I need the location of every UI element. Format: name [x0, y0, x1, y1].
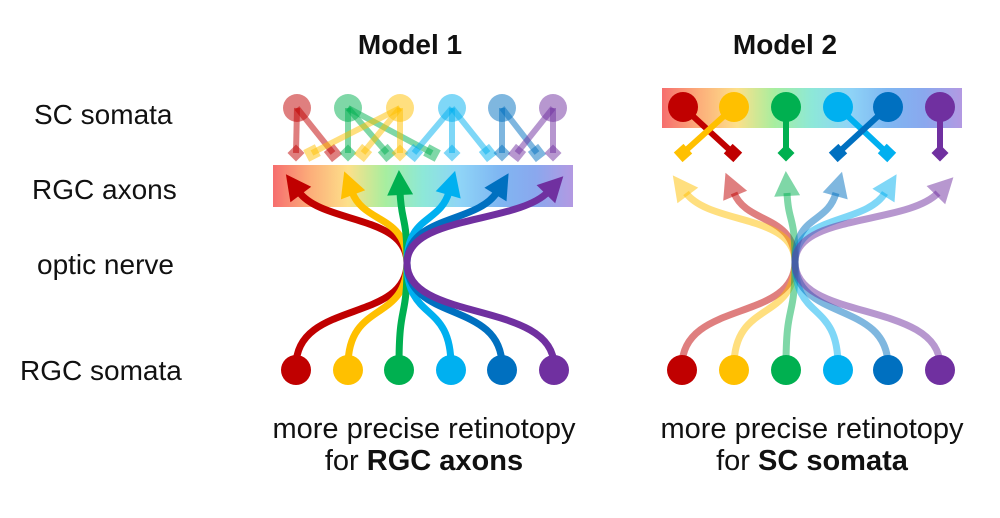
rgc-soma-green — [771, 355, 801, 385]
sc-soma-group-yellow — [673, 92, 749, 163]
rgc-soma-purple — [539, 355, 569, 385]
rgc-axon-arrowhead-yellow — [340, 171, 366, 200]
sc-terminal-square — [423, 144, 441, 162]
sc-terminal-square — [673, 143, 693, 163]
rgc-axon-purple — [403, 189, 558, 367]
sc-terminal-diamond — [777, 144, 795, 162]
model-1-title: Model 1 — [358, 29, 462, 60]
rgc-axon-yellow — [683, 190, 799, 367]
model-1-panel: Model 1 more precise retinotopy for RGC … — [272, 29, 576, 477]
sc-soma-blue — [488, 94, 516, 122]
rgc-axon-arrowhead-blue — [822, 171, 848, 200]
rgc-axon-arrowhead-blue — [484, 173, 509, 202]
rgc-axons-layer — [285, 170, 564, 367]
sc-soma-purple — [539, 94, 567, 122]
sc-soma-green — [771, 92, 801, 122]
sc-soma-group-purple — [925, 92, 955, 162]
rgc-soma-light-blue — [823, 355, 853, 385]
sc-somata-layer — [283, 94, 567, 163]
sc-terminal-square — [404, 143, 424, 163]
sc-soma-red — [668, 92, 698, 122]
sc-terminal-square — [303, 144, 321, 162]
rgc-axon-arrowhead-light-blue — [435, 170, 461, 199]
model-2-caption-line-2: for SC somata — [716, 445, 909, 477]
sc-soma-group-blue — [828, 92, 903, 163]
row-label-optic-nerve: optic nerve — [37, 249, 174, 280]
row-label-rgc-somata: RGC somata — [20, 355, 182, 386]
model-2-diagram — [662, 88, 962, 385]
model-1-caption-emphasis: RGC axons — [367, 445, 523, 477]
model-2-caption-emphasis: SC somata — [758, 445, 909, 477]
sc-soma-group-blue — [488, 94, 547, 163]
sc-terminal-diamond — [931, 144, 949, 162]
rgc-axon-arrowhead-red — [285, 174, 312, 203]
sc-terminal-square — [828, 143, 848, 163]
sc-terminal-diamond — [443, 144, 461, 162]
sc-soma-yellow — [386, 94, 414, 122]
rgc-soma-blue — [873, 355, 903, 385]
rgc-axon-arrowhead-light-blue — [872, 174, 897, 203]
sc-soma-yellow — [719, 92, 749, 122]
sc-branch — [310, 105, 402, 156]
sc-soma-group-yellow — [303, 94, 414, 163]
model-2-title: Model 2 — [733, 29, 837, 60]
rgc-axon-arrowhead-purple — [926, 177, 954, 205]
row-labels: SC somata RGC axons optic nerve RGC soma… — [20, 99, 182, 386]
sc-terminal-diamond — [544, 144, 562, 162]
rgc-soma-light-blue — [436, 355, 466, 385]
rgc-axon-arrowhead-green — [387, 170, 414, 196]
sc-terminal-diamond — [493, 144, 511, 162]
sc-soma-light-blue — [438, 94, 466, 122]
sc-terminal-square — [507, 143, 527, 163]
retinotopic-gradient-bar — [273, 165, 573, 207]
model-1-diagram — [273, 94, 573, 385]
sc-terminal-square — [877, 143, 897, 163]
sc-soma-blue — [873, 92, 903, 122]
sc-soma-red — [283, 94, 311, 122]
rgc-axons-layer — [672, 171, 954, 367]
model-2-panel: Model 2 more precise retinotopy for SC s… — [660, 29, 964, 477]
model-1-caption-prefix: for — [325, 445, 367, 477]
sc-soma-purple — [925, 92, 955, 122]
sc-terminal-square — [377, 143, 397, 163]
sc-terminal-square — [478, 143, 498, 163]
sc-soma-group-light-blue — [404, 94, 498, 163]
rgc-axon-arrowhead-red — [723, 172, 748, 201]
rgc-somata-layer — [667, 355, 955, 385]
retinotopic-gradient-bar — [662, 88, 962, 128]
sc-terminal-diamond — [287, 144, 305, 162]
model-1-caption-line-1: more precise retinotopy — [272, 413, 576, 445]
rgc-axon-arrowhead-yellow — [672, 175, 699, 204]
sc-terminal-square — [353, 143, 373, 163]
rgc-soma-yellow — [719, 355, 749, 385]
rgc-soma-red — [667, 355, 697, 385]
model-2-caption-prefix: for — [716, 445, 758, 477]
rgc-axon-arrowhead-green — [774, 171, 801, 197]
rgc-somata-layer — [281, 355, 569, 385]
rgc-soma-purple — [925, 355, 955, 385]
model-1-caption-line-2: for RGC axons — [325, 445, 523, 477]
rgc-soma-yellow — [333, 355, 363, 385]
rgc-axon-arrowhead-purple — [536, 176, 564, 204]
sc-somata-layer — [668, 92, 955, 163]
sc-terminal-square — [323, 143, 343, 163]
sc-terminal-square — [723, 143, 743, 163]
sc-terminal-square — [527, 143, 547, 163]
sc-soma-group-green — [771, 92, 801, 162]
sc-terminal-diamond — [339, 144, 357, 162]
sc-soma-light-blue — [823, 92, 853, 122]
rgc-soma-green — [384, 355, 414, 385]
rgc-soma-red — [281, 355, 311, 385]
row-label-sc-somata: SC somata — [34, 99, 173, 130]
rgc-soma-blue — [487, 355, 517, 385]
sc-soma-group-purple — [507, 94, 567, 163]
sc-soma-green — [334, 94, 362, 122]
model-2-caption-line-1: more precise retinotopy — [660, 413, 964, 445]
sc-terminal-diamond — [391, 144, 409, 162]
row-label-rgc-axons: RGC axons — [32, 174, 177, 205]
rgc-axon-purple — [791, 190, 944, 367]
